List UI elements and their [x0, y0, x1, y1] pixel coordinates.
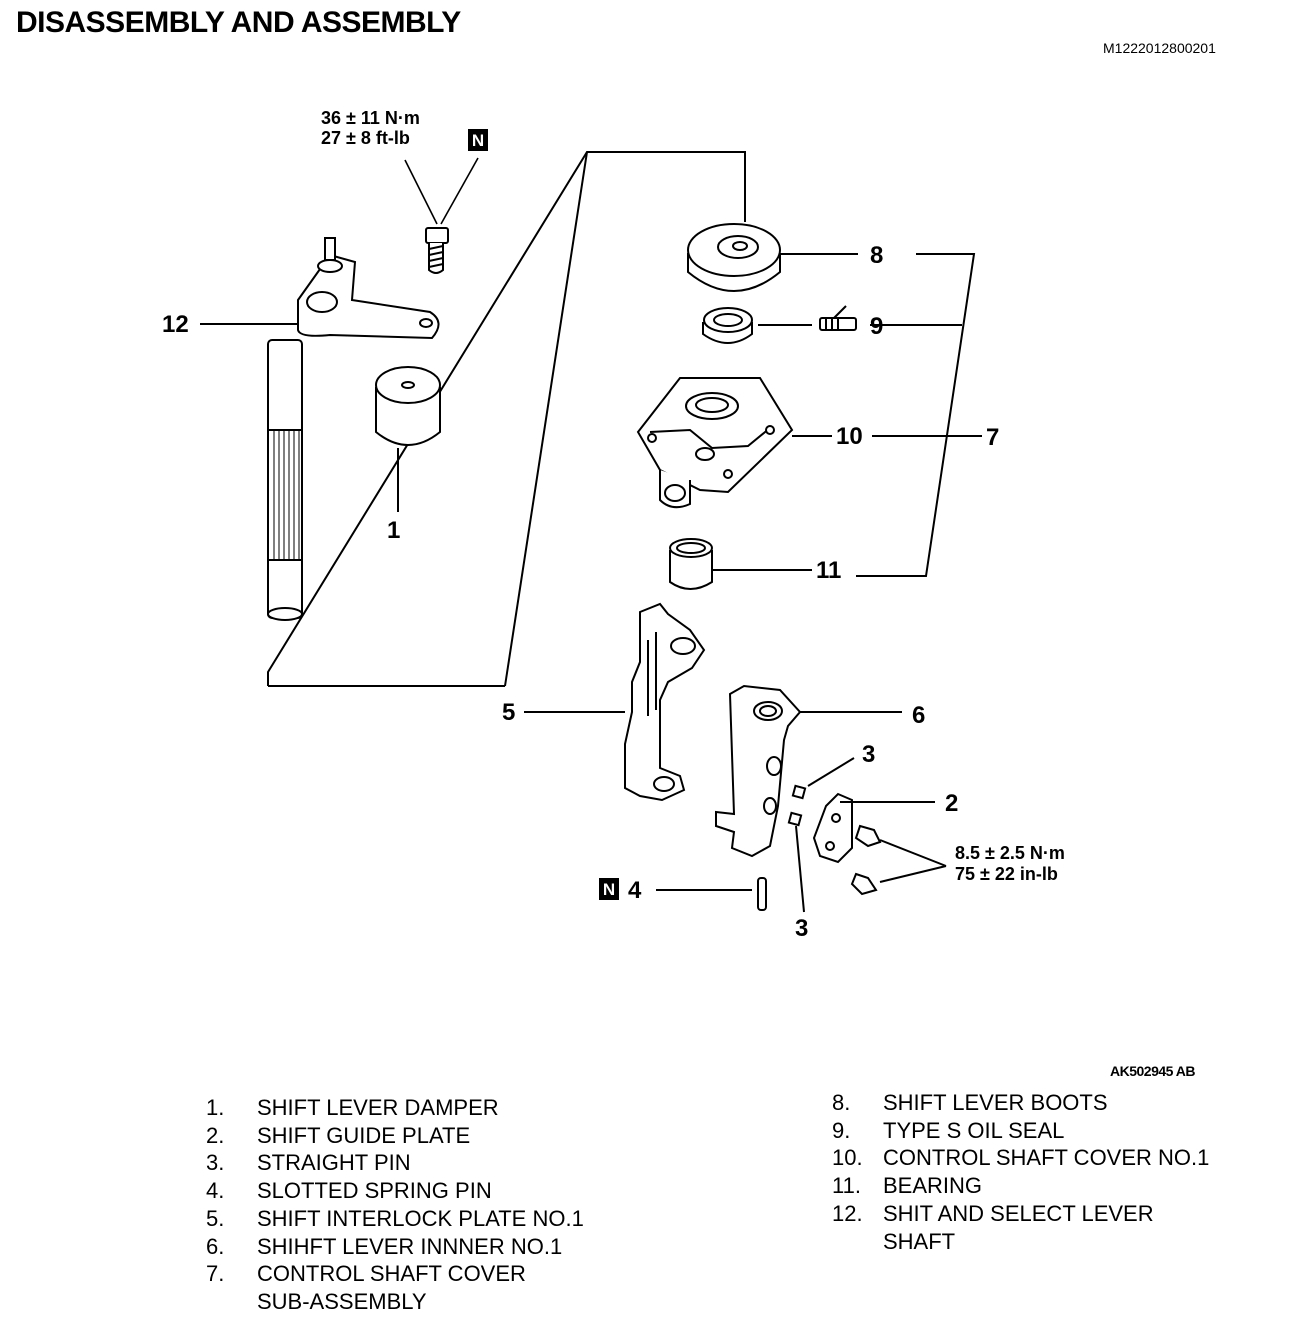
torque-spec-top-line2: 27 ± 8 ft-lb — [321, 128, 410, 148]
legend-item-number: 7. — [206, 1261, 225, 1287]
shift-lever-boots-drawing — [687, 223, 781, 292]
callout-4: 4 — [628, 877, 642, 904]
callout-1: 1 — [387, 517, 400, 544]
legend-item: 10. CONTROL SHAFT COVER NO.1 — [832, 1144, 1272, 1172]
legend-item-label: SHIFT LEVER DAMPER — [257, 1095, 499, 1120]
new-part-mark-top-letter: N — [472, 131, 484, 150]
legend-item-number: 9. — [832, 1117, 851, 1143]
control-shaft-cover-drawing — [636, 377, 794, 509]
legend-item-number: 12. — [832, 1200, 863, 1226]
shift-interlock-plate-drawing — [624, 602, 706, 802]
grease-icon — [819, 305, 857, 331]
legend-item: 11. BEARING — [832, 1172, 1272, 1200]
legend-item-label: SHIT AND SELECT LEVER SHAFT — [883, 1200, 1154, 1254]
shift-lever-damper-drawing — [375, 366, 441, 446]
legend-item: 6. SHIHFT LEVER INNNER NO.1 — [206, 1233, 636, 1261]
parts-legend-left: 1. SHIFT LEVER DAMPER 2. SHIFT GUIDE PLA… — [206, 1094, 636, 1316]
legend-item-label: CONTROL SHAFT COVER NO.1 — [883, 1145, 1210, 1171]
callout-5: 5 — [502, 699, 515, 726]
legend-item: 5. SHIFT INTERLOCK PLATE NO.1 — [206, 1205, 636, 1233]
legend-item-number: 4. — [206, 1178, 225, 1204]
legend-item-label: STRAIGHT PIN — [257, 1150, 411, 1176]
guide-plate-bolts-drawing — [850, 824, 882, 896]
assembly-frame-line-diagonal — [504, 151, 588, 687]
legend-item: 9. TYPE S OIL SEAL — [832, 1117, 1272, 1145]
callout-2: 2 — [945, 790, 958, 817]
legend-item-label: SHIFT GUIDE PLATE — [257, 1122, 471, 1148]
legend-item-number: 1. — [206, 1095, 225, 1120]
torque-spec-bottom-line1: 8.5 ± 2.5 N·m — [955, 843, 1065, 863]
legend-item: 8. SHIFT LEVER BOOTS — [832, 1089, 1272, 1117]
bearing-drawing — [669, 538, 713, 590]
legend-item-number: 8. — [832, 1090, 851, 1115]
legend-item-number: 3. — [206, 1150, 225, 1176]
callout-10: 10 — [836, 423, 863, 450]
page-title: DISASSEMBLY AND ASSEMBLY — [16, 6, 461, 39]
callout-3-bottom: 3 — [795, 915, 808, 942]
legend-item-number: 11. — [832, 1173, 861, 1199]
slotted-spring-pin-drawing — [757, 877, 767, 911]
torque-spec-bottom-line2: 75 ± 22 in-lb — [955, 864, 1058, 884]
legend-item-label: CONTROL SHAFT COVER SUB-ASSEMBLY — [257, 1261, 526, 1314]
legend-item-label: TYPE S OIL SEAL — [883, 1117, 1065, 1143]
callout-leaders — [200, 253, 982, 913]
legend-item: 12. SHIT AND SELECT LEVER SHAFT — [832, 1200, 1272, 1255]
figure-id: AK502945 AB — [1110, 1063, 1196, 1079]
new-part-mark-bottom-letter: N — [603, 880, 615, 899]
legend-item: 4. SLOTTED SPRING PIN — [206, 1177, 636, 1205]
exploded-view-diagram: 36 ± 11 N·m 27 ± 8 ft-lb N — [162, 108, 1065, 942]
callout-8: 8 — [870, 242, 883, 269]
torque-spec-top-line1: 36 ± 11 N·m — [321, 108, 420, 128]
legend-item-label: SLOTTED SPRING PIN — [257, 1178, 492, 1204]
legend-item-label: SHIFT INTERLOCK PLATE NO.1 — [257, 1205, 584, 1231]
straight-pins-drawing — [787, 784, 807, 827]
legend-item: 1. SHIFT LEVER DAMPER — [206, 1094, 636, 1122]
bolt-drawing — [425, 227, 449, 274]
shift-lever-inner-drawing — [715, 684, 802, 858]
shift-guide-plate-drawing — [812, 792, 853, 864]
type-s-oil-seal-drawing — [702, 307, 753, 344]
parts-legend-right: 8. SHIFT LEVER BOOTS 9. TYPE S OIL SEAL … — [832, 1089, 1272, 1255]
new-part-mark-top: N — [468, 129, 488, 151]
new-part-mark-bottom: N — [599, 878, 619, 900]
legend-item-number: 6. — [206, 1233, 225, 1259]
legend-item: 2. SHIFT GUIDE PLATE — [206, 1122, 636, 1150]
callout-3-top: 3 — [862, 741, 875, 768]
document-id: M1222012800201 — [1103, 40, 1216, 56]
legend-item-label: SHIHFT LEVER INNNER NO.1 — [257, 1233, 563, 1259]
legend-item-label: SHIFT LEVER BOOTS — [883, 1090, 1108, 1115]
callout-11: 11 — [816, 557, 841, 584]
legend-item-number: 10. — [832, 1145, 863, 1171]
legend-item-number: 2. — [206, 1122, 225, 1148]
shift-select-lever-shaft-drawing — [267, 237, 440, 621]
callout-7: 7 — [986, 424, 999, 451]
legend-item-label: BEARING — [883, 1173, 983, 1199]
callout-9: 9 — [870, 313, 883, 340]
callout-6: 6 — [912, 702, 925, 729]
legend-item-number: 5. — [206, 1205, 225, 1231]
callout-12: 12 — [162, 311, 189, 338]
legend-item: 7. CONTROL SHAFT COVER SUB-ASSEMBLY — [206, 1260, 636, 1315]
torque-leaders-top — [404, 157, 479, 225]
legend-item: 3. STRAIGHT PIN — [206, 1149, 636, 1177]
